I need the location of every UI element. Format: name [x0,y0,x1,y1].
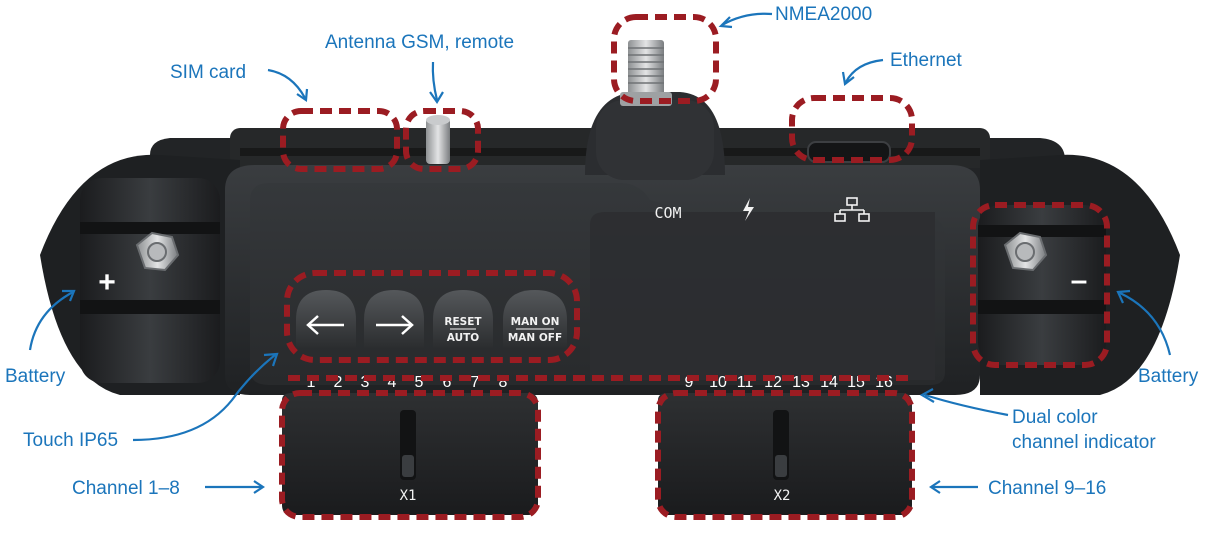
highlight-nmea [611,14,719,104]
battery-clamp-right [978,205,1106,365]
callout-touch-ip65: Touch IP65 [23,430,118,451]
highlight-x2 [655,390,915,520]
highlight-outlines [279,14,1110,520]
arrow-right-icon [376,315,414,335]
bolt-icon [743,198,754,221]
channel-number: 5 [415,374,424,391]
connector-x2-label: X2 [774,488,791,504]
button-reset-auto[interactable]: RESET AUTO [433,290,493,348]
channel-number: 1 [307,374,316,391]
callout-nmea2000: NMEA2000 [775,4,872,25]
channel-number: 8 [499,374,508,391]
highlight-x1 [279,390,541,520]
callout-sim-card: SIM card [170,62,246,83]
channel-numbers-left: 1 2 3 4 5 6 7 8 [307,374,508,391]
callout-dual-color-line2: channel indicator [1012,432,1156,453]
channel-number: 7 [471,374,480,391]
button-right[interactable] [364,290,424,348]
connector-x2: X2 [658,393,912,515]
channel-number: 3 [361,374,370,391]
highlight-ethernet [789,95,915,163]
channel-number: 4 [388,374,397,391]
arrow-left-icon [306,315,344,335]
battery-minus-label: – [1071,264,1088,297]
callout-dual-color-line1: Dual color [1012,407,1098,428]
callout-channel-1-8: Channel 1–8 [72,478,180,499]
highlight-battery-right [970,202,1110,368]
button-man-on-off[interactable]: MAN ON MAN OFF [503,290,567,348]
auto-label: AUTO [447,332,479,344]
callout-channel-9-16: Channel 9–16 [988,478,1106,499]
callout-antenna: Antenna GSM, remote [325,32,514,53]
callout-ethernet: Ethernet [890,50,963,71]
network-icon [834,197,870,222]
battery-plus-label: + [98,266,116,299]
callout-battery-left: Battery [5,366,66,387]
antenna-connector [426,115,450,164]
channel-number: 6 [443,374,452,391]
button-left[interactable] [296,290,356,348]
callout-battery-right: Battery [1138,366,1199,387]
com-label: COM [654,204,681,222]
battery-clamp-left [80,178,220,383]
callout-arrows [28,12,1172,494]
highlight-buttons [284,270,580,363]
ethernet-port [807,141,891,163]
man-on-label: MAN ON [511,316,560,328]
reset-label: RESET [444,316,482,328]
connector-x1: X1 [282,393,538,515]
highlight-sim [280,108,400,172]
channel-number: 2 [334,374,343,391]
man-off-label: MAN OFF [508,332,562,344]
connector-x1-label: X1 [400,488,417,504]
channel-number: 9 [685,374,694,391]
nmea-connector [620,40,672,106]
